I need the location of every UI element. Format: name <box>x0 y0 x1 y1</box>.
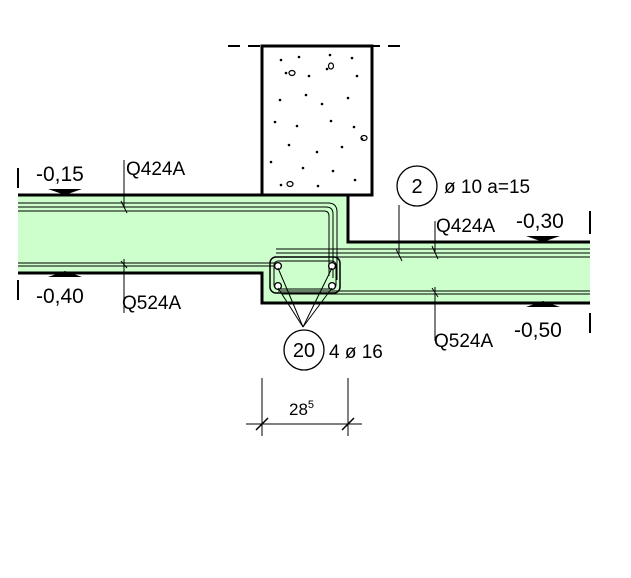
level-right-top: -0,30 <box>516 210 564 233</box>
dimension-value-superscript: 5 <box>308 399 314 411</box>
stirrup <box>269 256 341 294</box>
top-mesh-left <box>18 202 338 280</box>
level-right-bottom: -0,50 <box>514 319 562 342</box>
level-arrow-right-bottom <box>526 301 560 307</box>
level-arrow-right-top <box>526 236 560 242</box>
mesh-label-right-top: Q424A <box>436 216 495 237</box>
slab-top-edge <box>18 193 590 244</box>
callout-stirrup-circle <box>396 165 438 207</box>
dimension-tick-left <box>255 417 269 431</box>
mesh-label-right-bottom: Q524A <box>434 331 493 352</box>
concrete-aggregate-dots <box>269 53 364 188</box>
bottom-mesh-left <box>18 262 276 267</box>
slab-bottom-edge <box>18 271 590 305</box>
callout-stirrup: 2 ø 10 a=15 <box>396 165 530 207</box>
level-markers <box>17 168 591 333</box>
callout-bars-text: 4 ø 16 <box>329 342 383 363</box>
callout-stirrup-text: ø 10 a=15 <box>444 177 530 198</box>
level-left-bottom: -0,40 <box>36 285 84 308</box>
callout-bars: 20 4 ø 16 <box>283 329 383 371</box>
longitudinal-bars <box>273 261 337 291</box>
callout-bars-number: 20 <box>293 340 315 362</box>
callout-bars-circle <box>283 329 325 371</box>
mesh-label-left-top: Q424A <box>126 159 185 180</box>
callout-stirrup-number: 2 <box>411 176 422 198</box>
concrete-aggregate-circles <box>286 62 368 188</box>
dimension-annotation <box>246 378 362 436</box>
concrete-wall <box>228 44 404 197</box>
level-left-top: -0,15 <box>36 163 84 186</box>
level-arrow-left-bottom <box>48 271 82 277</box>
dimension-value: 285 <box>289 399 314 419</box>
leader-lines <box>123 160 436 341</box>
wall-outline <box>260 44 374 197</box>
dimension-tick-right <box>341 417 355 431</box>
level-arrow-left-top <box>48 189 82 195</box>
dimension-value-main: 28 <box>289 400 308 419</box>
mesh-label-left-bottom: Q524A <box>122 293 181 314</box>
